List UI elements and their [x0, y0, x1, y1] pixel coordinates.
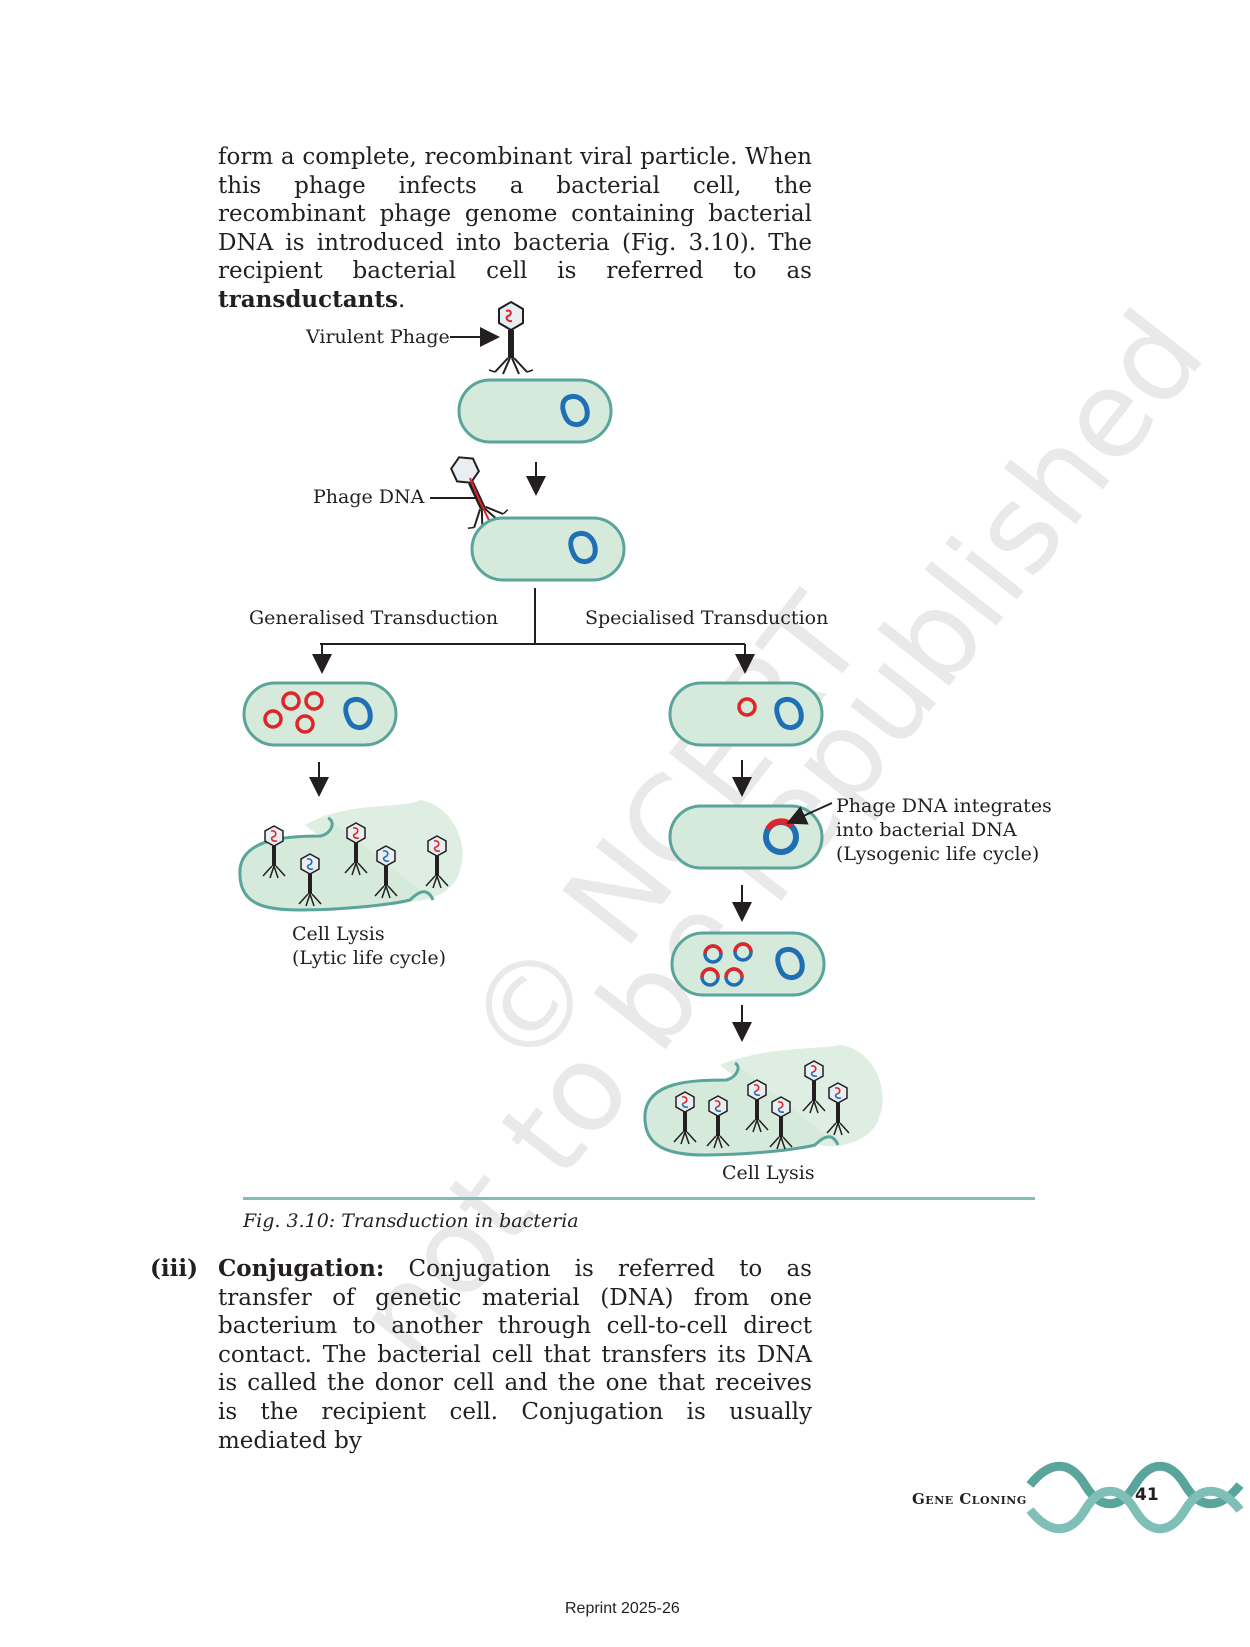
lysed-cell-right	[643, 1061, 840, 1157]
lytic-debris-right	[720, 1045, 883, 1147]
label-generalised: Generalised Transduction	[249, 607, 498, 629]
specialised-cell-2	[668, 804, 824, 870]
page-number: 41	[1135, 1485, 1159, 1505]
label-phage-dna: Phage DNA	[313, 486, 425, 508]
top-paragraph: form a complete, recombinant viral parti…	[218, 144, 812, 313]
footer-chapter-title: Gene Cloning	[912, 1490, 1027, 1508]
label-lysogenic-cycle: (Lysogenic life cycle)	[836, 843, 1039, 865]
label-integrates-1: Phage DNA integrates	[836, 795, 1052, 817]
bacterial-cell-2	[470, 516, 626, 582]
label-lytic-cycle: (Lytic life cycle)	[292, 947, 446, 969]
label-integrates-2: into bacterial DNA	[836, 819, 1017, 841]
figure-caption: Fig. 3.10: Transduction in bacteria	[243, 1210, 579, 1232]
dna-helix-decoration	[1026, 1461, 1244, 1534]
figure-rule	[243, 1197, 1035, 1200]
label-cell-lysis-right: Cell Lysis	[722, 1162, 815, 1184]
conjugation-paragraph: Conjugation: Conjugation is referred to …	[218, 1255, 812, 1454]
reprint-note: Reprint 2025-26	[565, 1600, 680, 1617]
transduction-figure: Virulent Phage Phage DNA Generalised Tra…	[238, 301, 1052, 1184]
label-specialised: Specialised Transduction	[585, 607, 828, 629]
lysed-cell-left	[238, 816, 435, 912]
label-cell-lysis-left: Cell Lysis	[292, 923, 385, 945]
transductants-term: transductants	[218, 285, 398, 313]
conjugation-term: Conjugation:	[218, 1255, 385, 1282]
section-marker: (iii)	[150, 1255, 198, 1282]
label-virulent-phage: Virulent Phage	[305, 326, 450, 348]
